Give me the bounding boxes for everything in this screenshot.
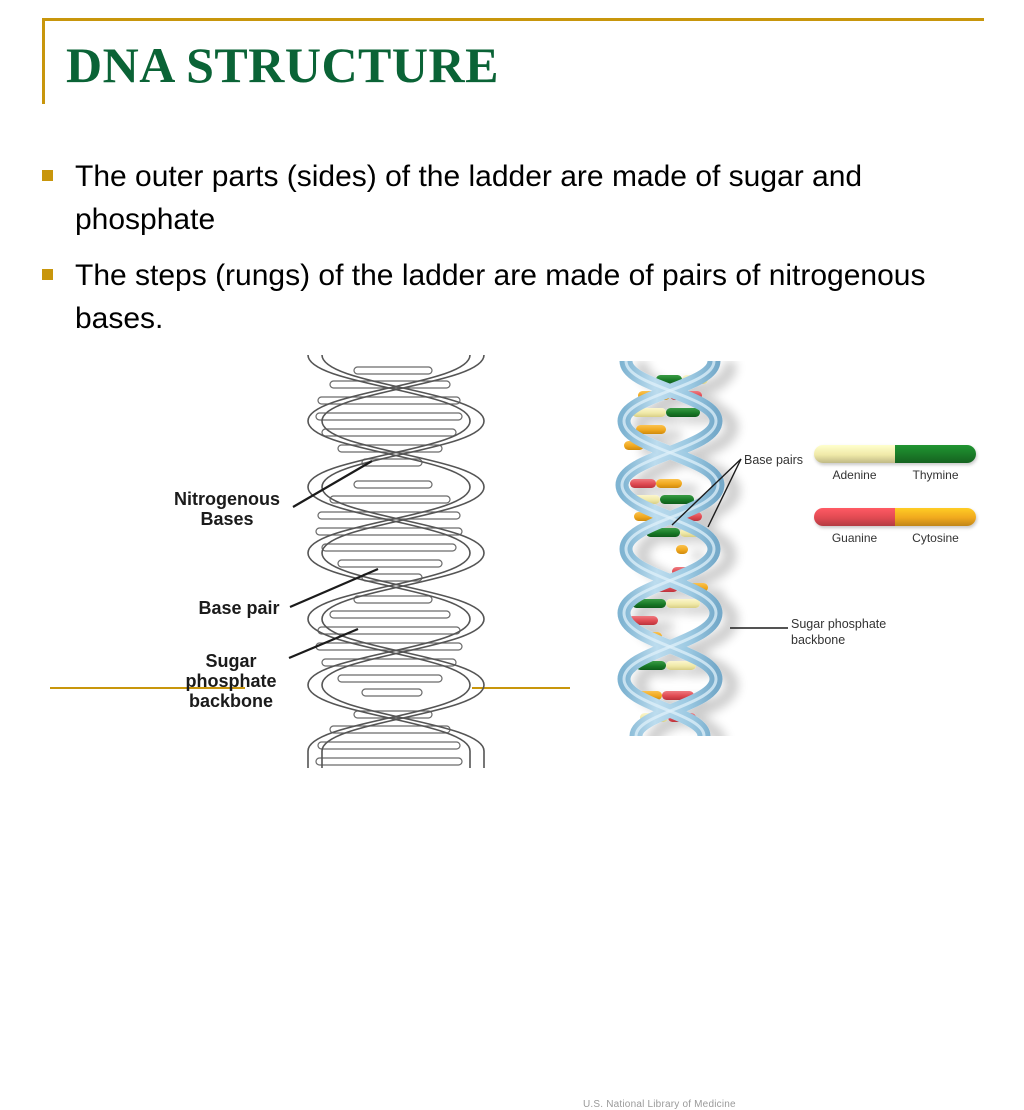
- bullet-item-2: The steps (rungs) of the ladder are made…: [42, 255, 962, 340]
- bullet-item-2-text: The steps (rungs) of the ladder are made…: [75, 259, 926, 335]
- legend-label-thymine: Thymine: [912, 468, 959, 482]
- divider-line-left: [50, 687, 245, 689]
- legend-label-guanine: Guanine: [831, 531, 878, 545]
- legend-item-adenine-thymine: Adenine Thymine: [814, 445, 976, 482]
- diagrams-area: Nitrogenous Bases Base pair Sugar phosph…: [0, 355, 1024, 1110]
- dna-double-helix-illustration: [615, 361, 725, 736]
- attribution-text: U.S. National Library of Medicine: [583, 1099, 736, 1110]
- swatch-guanine: [814, 508, 895, 526]
- dna-ladder-line-drawing: [307, 355, 485, 768]
- label-sugar-phosphate-backbone: Sugar phosphate backbone: [185, 651, 277, 712]
- base-pair-legend: Adenine Thymine Guanine Cytosine: [814, 445, 976, 571]
- title-rule-left: [42, 18, 45, 104]
- legend-bar-adenine-thymine: [814, 445, 976, 463]
- legend-label-adenine: Adenine: [832, 468, 877, 482]
- bullet-list: The outer parts (sides) of the ladder ar…: [42, 156, 962, 354]
- divider-line-right: [472, 687, 570, 689]
- page-title: DNA STRUCTURE: [66, 37, 499, 93]
- bullet-square-icon: [42, 170, 53, 181]
- swatch-adenine: [814, 445, 895, 463]
- legend-item-guanine-cytosine: Guanine Cytosine: [814, 508, 976, 545]
- title-rule-top: [42, 18, 984, 21]
- swatch-cytosine: [895, 508, 976, 526]
- label-base-pairs: Base pairs: [744, 453, 804, 467]
- leader-lines-left-diagram: [288, 460, 379, 660]
- swatch-thymine: [895, 445, 976, 463]
- bullet-item-1: The outer parts (sides) of the ladder ar…: [42, 156, 962, 241]
- legend-label-cytosine: Cytosine: [912, 531, 959, 545]
- label-sugar-phosphate-backbone-nlm: Sugar phosphate backbone: [791, 617, 887, 647]
- legend-bar-guanine-cytosine: [814, 508, 976, 526]
- leader-lines-right-diagram: [671, 458, 788, 629]
- label-nitrogenous-bases: Nitrogenous Bases: [174, 489, 280, 530]
- label-base-pair: Base pair: [198, 598, 280, 618]
- bullet-item-1-text: The outer parts (sides) of the ladder ar…: [75, 160, 863, 236]
- bullet-square-icon: [42, 269, 53, 281]
- legend-names-adenine-thymine: Adenine Thymine: [814, 468, 976, 482]
- legend-names-guanine-cytosine: Guanine Cytosine: [814, 531, 976, 545]
